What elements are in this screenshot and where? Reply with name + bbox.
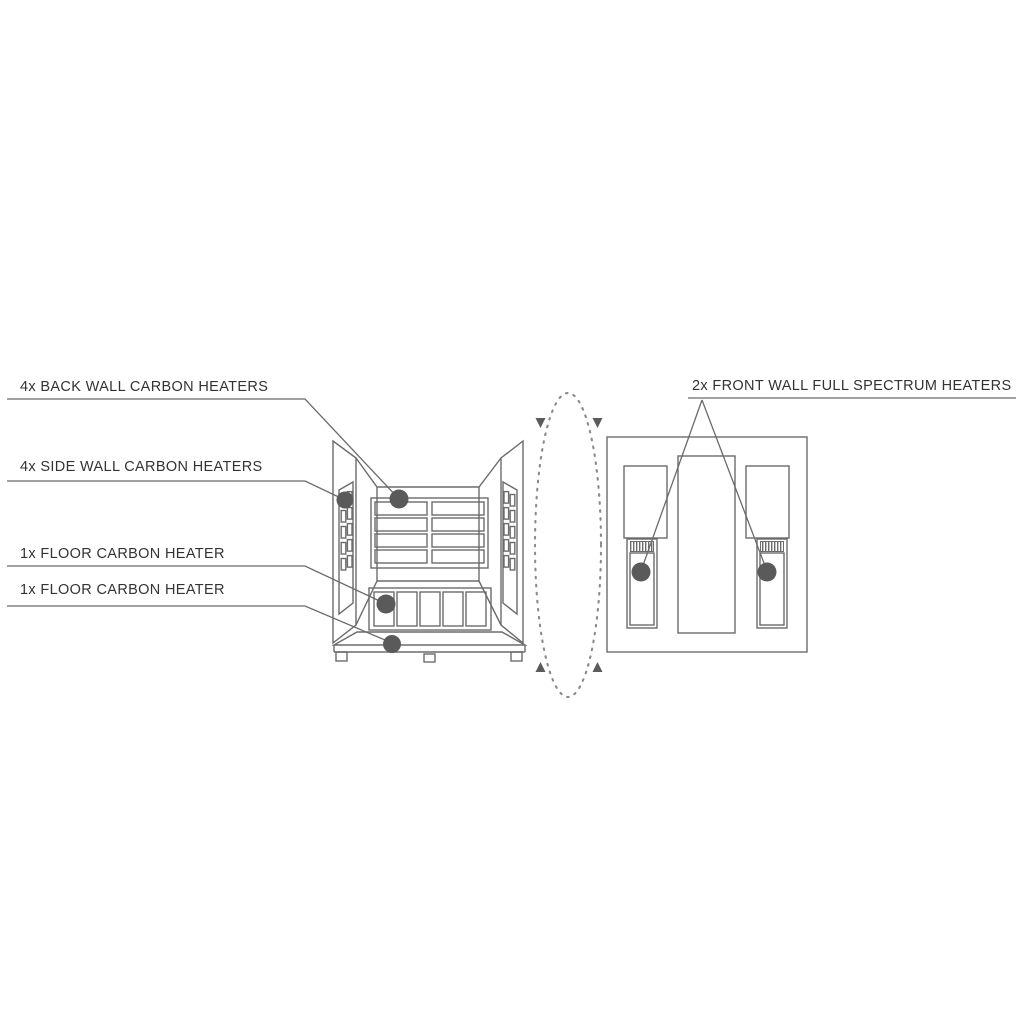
door-window-pane bbox=[346, 522, 353, 536]
label-side-wall-heaters: 4x SIDE WALL CARBON HEATERS bbox=[20, 459, 263, 475]
bench-slat bbox=[465, 591, 487, 627]
door-window-pane bbox=[503, 490, 510, 504]
marker-front-heater-left bbox=[631, 562, 651, 582]
marker-side-wall-heater bbox=[336, 491, 354, 509]
leader-front-wall-left bbox=[640, 399, 703, 572]
leader-side-wall bbox=[7, 480, 346, 501]
label-floor-heater-2: 1x FLOOR CARBON HEATER bbox=[20, 582, 225, 598]
floor-plinth bbox=[331, 631, 528, 663]
back-wall-panel bbox=[374, 533, 428, 548]
front-heater-unit-right bbox=[756, 538, 788, 629]
back-wall-heater-array bbox=[370, 497, 489, 569]
door-window-pane bbox=[509, 509, 516, 523]
left-door-window-grid bbox=[338, 480, 354, 616]
arrow-down-right bbox=[592, 418, 603, 428]
heater-outer-frame bbox=[626, 538, 658, 629]
interior-floor-perspective bbox=[355, 580, 502, 626]
plinth-edge bbox=[333, 645, 526, 652]
door-window-pane bbox=[346, 554, 353, 568]
door-window-pane bbox=[340, 509, 347, 523]
heater-inner-frame bbox=[759, 552, 785, 626]
door-window-pane bbox=[509, 541, 516, 555]
back-wall-panel bbox=[431, 501, 485, 516]
bench-slat bbox=[396, 591, 418, 627]
heater-outer-frame bbox=[756, 538, 788, 629]
cabin-foot bbox=[423, 653, 436, 663]
back-wall-panel bbox=[431, 533, 485, 548]
heater-grille bbox=[630, 541, 654, 552]
right-door-window-grid bbox=[502, 480, 518, 616]
door-window-pane bbox=[346, 506, 353, 520]
back-wall-panel bbox=[431, 549, 485, 564]
leader-floor-2 bbox=[7, 605, 393, 644]
left-door-window-frame bbox=[338, 480, 354, 616]
label-floor-heater-1: 1x FLOOR CARBON HEATER bbox=[20, 546, 225, 562]
label-back-wall-heaters: 4x BACK WALL CARBON HEATERS bbox=[20, 379, 268, 395]
door-window-pane bbox=[503, 554, 510, 568]
upper-right-panel bbox=[745, 465, 790, 539]
bench-slat-unit bbox=[368, 587, 492, 631]
rotation-arrowheads bbox=[535, 418, 603, 672]
arrow-up-right bbox=[592, 662, 603, 672]
door-window-pane bbox=[503, 522, 510, 536]
door-window-pane bbox=[509, 557, 516, 571]
door-window-pane bbox=[503, 506, 510, 520]
front-wall-outline bbox=[606, 436, 808, 653]
heater-grille bbox=[760, 541, 784, 552]
marker-back-wall-heater bbox=[389, 489, 409, 509]
label-front-wall-heaters: 2x FRONT WALL FULL SPECTRUM HEATERS bbox=[692, 378, 1011, 394]
back-wall-panel bbox=[431, 517, 485, 532]
leader-front-wall-right bbox=[701, 399, 768, 572]
rotation-indicator bbox=[533, 391, 603, 699]
leader-lines bbox=[7, 397, 1016, 644]
plinth-top bbox=[331, 631, 528, 646]
rotation-ellipse bbox=[533, 391, 603, 699]
door-window-pane bbox=[503, 538, 510, 552]
heater-markers bbox=[336, 489, 777, 653]
center-door-panel bbox=[677, 455, 736, 634]
door-window-pane bbox=[509, 493, 516, 507]
arrow-down-left bbox=[535, 418, 546, 428]
door-window-pane bbox=[509, 525, 516, 539]
back-wall-panel bbox=[374, 517, 428, 532]
door-window-pane bbox=[346, 538, 353, 552]
door-window-pane bbox=[340, 541, 347, 555]
left-sauna-interior-view bbox=[331, 439, 528, 663]
right-front-elevation-view bbox=[606, 436, 808, 653]
leader-floor-1 bbox=[7, 565, 387, 605]
door-window-pane bbox=[340, 525, 347, 539]
door-window-pane bbox=[340, 557, 347, 571]
marker-floor-heater-lower bbox=[383, 635, 401, 653]
back-wall-panel bbox=[374, 549, 428, 564]
cabin-shell bbox=[332, 439, 524, 645]
marker-front-heater-right bbox=[757, 562, 777, 582]
bench-slat bbox=[419, 591, 441, 627]
right-door-window-frame bbox=[502, 480, 518, 616]
front-heater-unit-left bbox=[626, 538, 658, 629]
cabin-foot bbox=[335, 651, 348, 662]
bench-slat bbox=[442, 591, 464, 627]
leader-back-wall bbox=[7, 398, 400, 500]
back-wall-array-frame bbox=[370, 497, 489, 569]
bench-frame bbox=[368, 587, 492, 631]
arrow-up-left bbox=[535, 662, 546, 672]
upper-left-panel bbox=[623, 465, 668, 539]
heater-inner-frame bbox=[629, 552, 655, 626]
marker-floor-heater-upper bbox=[376, 594, 396, 614]
ceiling-perspective bbox=[355, 457, 502, 488]
cabin-foot bbox=[510, 651, 523, 662]
